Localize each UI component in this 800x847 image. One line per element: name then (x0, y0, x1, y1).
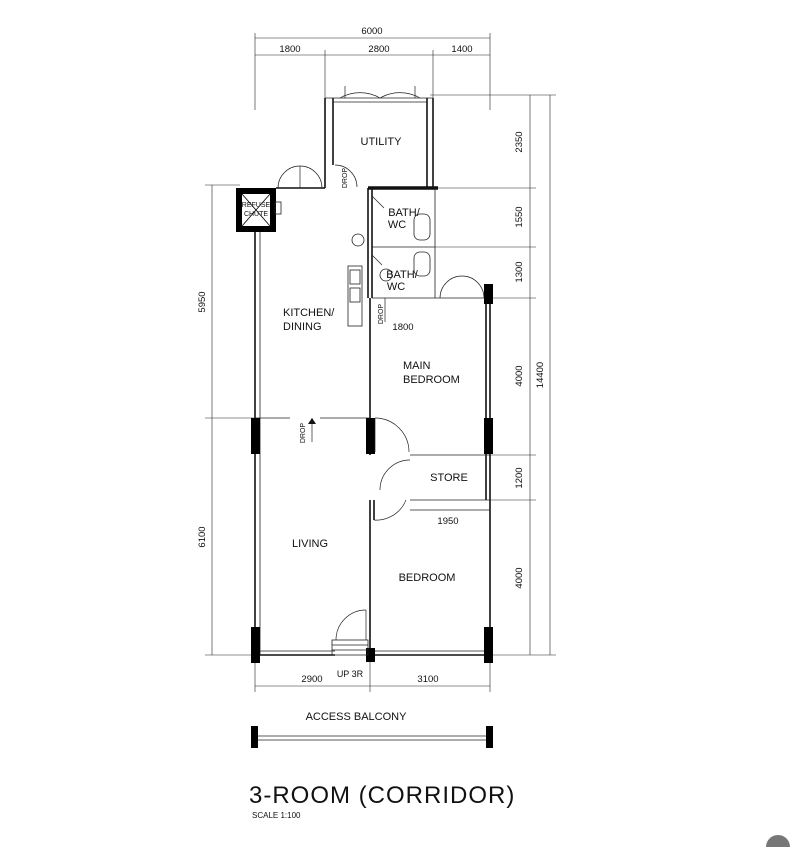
drop-label-living: DROP (300, 423, 307, 444)
access-balcony: ACCESS BALCONY (251, 711, 493, 748)
dim-bottom-3100: 3100 (417, 674, 438, 685)
refuse-chute: REFUSE CHUTE (236, 188, 276, 232)
plan-title: 3-ROOM (CORRIDOR) (249, 782, 515, 809)
dim-top-total: 6000 (361, 26, 382, 37)
misc-labels: DROP DROP DROP 1800 1950 UP 3R (300, 168, 459, 679)
dim-right-1300: 1300 (514, 261, 525, 282)
entrance-up-label: UP 3R (337, 669, 364, 679)
dim-right-2350: 2350 (514, 131, 525, 152)
main-bedroom-label-1: MAIN (403, 360, 431, 372)
drop-label-utility: DROP (342, 168, 349, 189)
refuse-label-1: REFUSE (242, 202, 271, 209)
bath1-label-1: BATH/ (388, 207, 421, 219)
dim-top-1400: 1400 (451, 44, 472, 55)
bottom-dimensions: 2900 3100 (254, 660, 491, 692)
dim-bottom-2900: 2900 (301, 674, 322, 685)
dim-top-1800: 1800 (279, 44, 300, 55)
access-balcony-label: ACCESS BALCONY (306, 711, 408, 723)
dim-right-4000b: 4000 (514, 567, 525, 588)
dim-inner-1800: 1800 (392, 322, 413, 333)
plan-scale: SCALE 1:100 (252, 811, 301, 820)
dim-right-1200: 1200 (514, 467, 525, 488)
room-labels: UTILITY BATH/ WC BATH/ WC KITCHEN/ DININ… (283, 136, 468, 584)
dim-inner-1950: 1950 (437, 516, 458, 527)
store-label: STORE (430, 472, 468, 484)
living-label: LIVING (292, 538, 328, 550)
columns (251, 284, 493, 663)
refuse-label-2: CHUTE (244, 211, 268, 218)
top-dimensions: 6000 1800 2800 1400 (254, 26, 491, 110)
title-block: 3-ROOM (CORRIDOR) SCALE 1:100 (249, 782, 515, 820)
dim-left-5950: 5950 (197, 291, 208, 312)
dim-left-6100: 6100 (197, 526, 208, 547)
bath1-label-2: WC (388, 219, 406, 231)
dim-right-4000a: 4000 (514, 365, 525, 386)
bath2-label-2: WC (387, 281, 405, 293)
kitchen-label-1: KITCHEN/ (283, 307, 335, 319)
left-dimensions: 5950 6100 (197, 184, 255, 656)
utility-label: UTILITY (361, 136, 403, 148)
bath2-label-1: BATH/ (386, 269, 419, 281)
drop-label-kitchen: DROP (378, 304, 385, 325)
bedroom-label: BEDROOM (399, 572, 456, 584)
fixtures (274, 201, 431, 327)
doors (277, 86, 485, 656)
corner-icon (766, 835, 790, 847)
dim-right-1550: 1550 (514, 206, 525, 227)
main-bedroom-label-2: BEDROOM (403, 374, 460, 386)
dim-right-14400: 14400 (535, 362, 546, 388)
right-dimensions: 2350 1550 1300 4000 1200 4000 14400 (430, 94, 556, 656)
kitchen-label-2: DINING (283, 321, 322, 333)
dim-top-2800: 2800 (368, 44, 389, 55)
